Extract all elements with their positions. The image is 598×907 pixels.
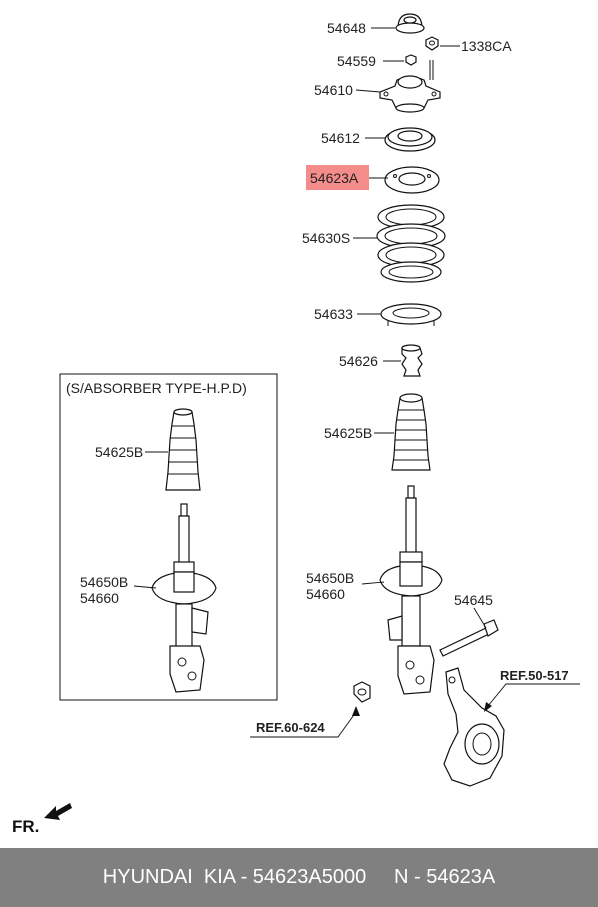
- footer-bar: HYUNDAI KIA - 54623A5000 N - 54623A: [0, 848, 598, 907]
- part-54645-bolt: [439, 619, 499, 657]
- inset-box: [59, 373, 278, 701]
- part-54559-nut: [405, 54, 417, 66]
- label-ref-50-517: REF.50-517: [500, 668, 569, 683]
- front-arrow-icon: [44, 803, 72, 820]
- label-54610: 54610: [314, 82, 353, 98]
- label-54626: 54626: [339, 353, 378, 369]
- part-54650b-strut-inset: [151, 503, 217, 693]
- part-54625b-dust-cover-main: [391, 393, 431, 471]
- label-54559: 54559: [337, 53, 376, 69]
- parts-diagram: 54648 1338CA 54559 54610 54612 54623A: [12, 13, 580, 836]
- label-54660-main: 54660: [306, 586, 345, 602]
- label-54625b-main: 54625B: [324, 425, 372, 441]
- footer-text: HYUNDAI KIA - 54623A5000 N - 54623A: [102, 866, 496, 888]
- part-nut-ref-60-624: [353, 681, 371, 703]
- label-54623a: 54623A: [310, 170, 359, 186]
- label-54660-inset: 54660: [80, 590, 119, 606]
- part-54625b-dust-cover-inset: [165, 408, 201, 491]
- label-54650b-inset: 54650B: [80, 574, 128, 590]
- label-1338ca: 1338CA: [461, 38, 512, 54]
- part-knuckle-ref-50-517: [443, 667, 505, 787]
- inset-title: (S/ABSORBER TYPE-H.P.D): [66, 380, 247, 396]
- arrow-ref-60-624: [352, 706, 360, 716]
- label-54648: 54648: [327, 20, 366, 36]
- label-54633: 54633: [314, 306, 353, 322]
- part-54626-bump-stopper: [401, 344, 423, 377]
- part-54648-cap: [395, 13, 425, 34]
- arrow-ref-50-517: [484, 702, 492, 712]
- part-54650b-strut-main: [379, 485, 443, 695]
- label-54645: 54645: [454, 592, 493, 608]
- part-54612-bearing: [384, 127, 436, 152]
- label-fr: FR.: [12, 817, 39, 836]
- part-54633-lower-pad: [380, 303, 442, 326]
- label-54625b-inset: 54625B: [95, 444, 143, 460]
- label-54612: 54612: [321, 130, 360, 146]
- part-54630s-coil-spring: [376, 204, 446, 283]
- label-54650b-main: 54650B: [306, 570, 354, 586]
- part-54610-strut-mount: [379, 60, 441, 113]
- label-54630s: 54630S: [302, 230, 350, 246]
- part-1338ca-nut: [425, 36, 439, 51]
- label-ref-60-624: REF.60-624: [256, 720, 325, 735]
- highlight-box: [306, 165, 369, 190]
- part-54623a-spring-seat: [384, 166, 440, 194]
